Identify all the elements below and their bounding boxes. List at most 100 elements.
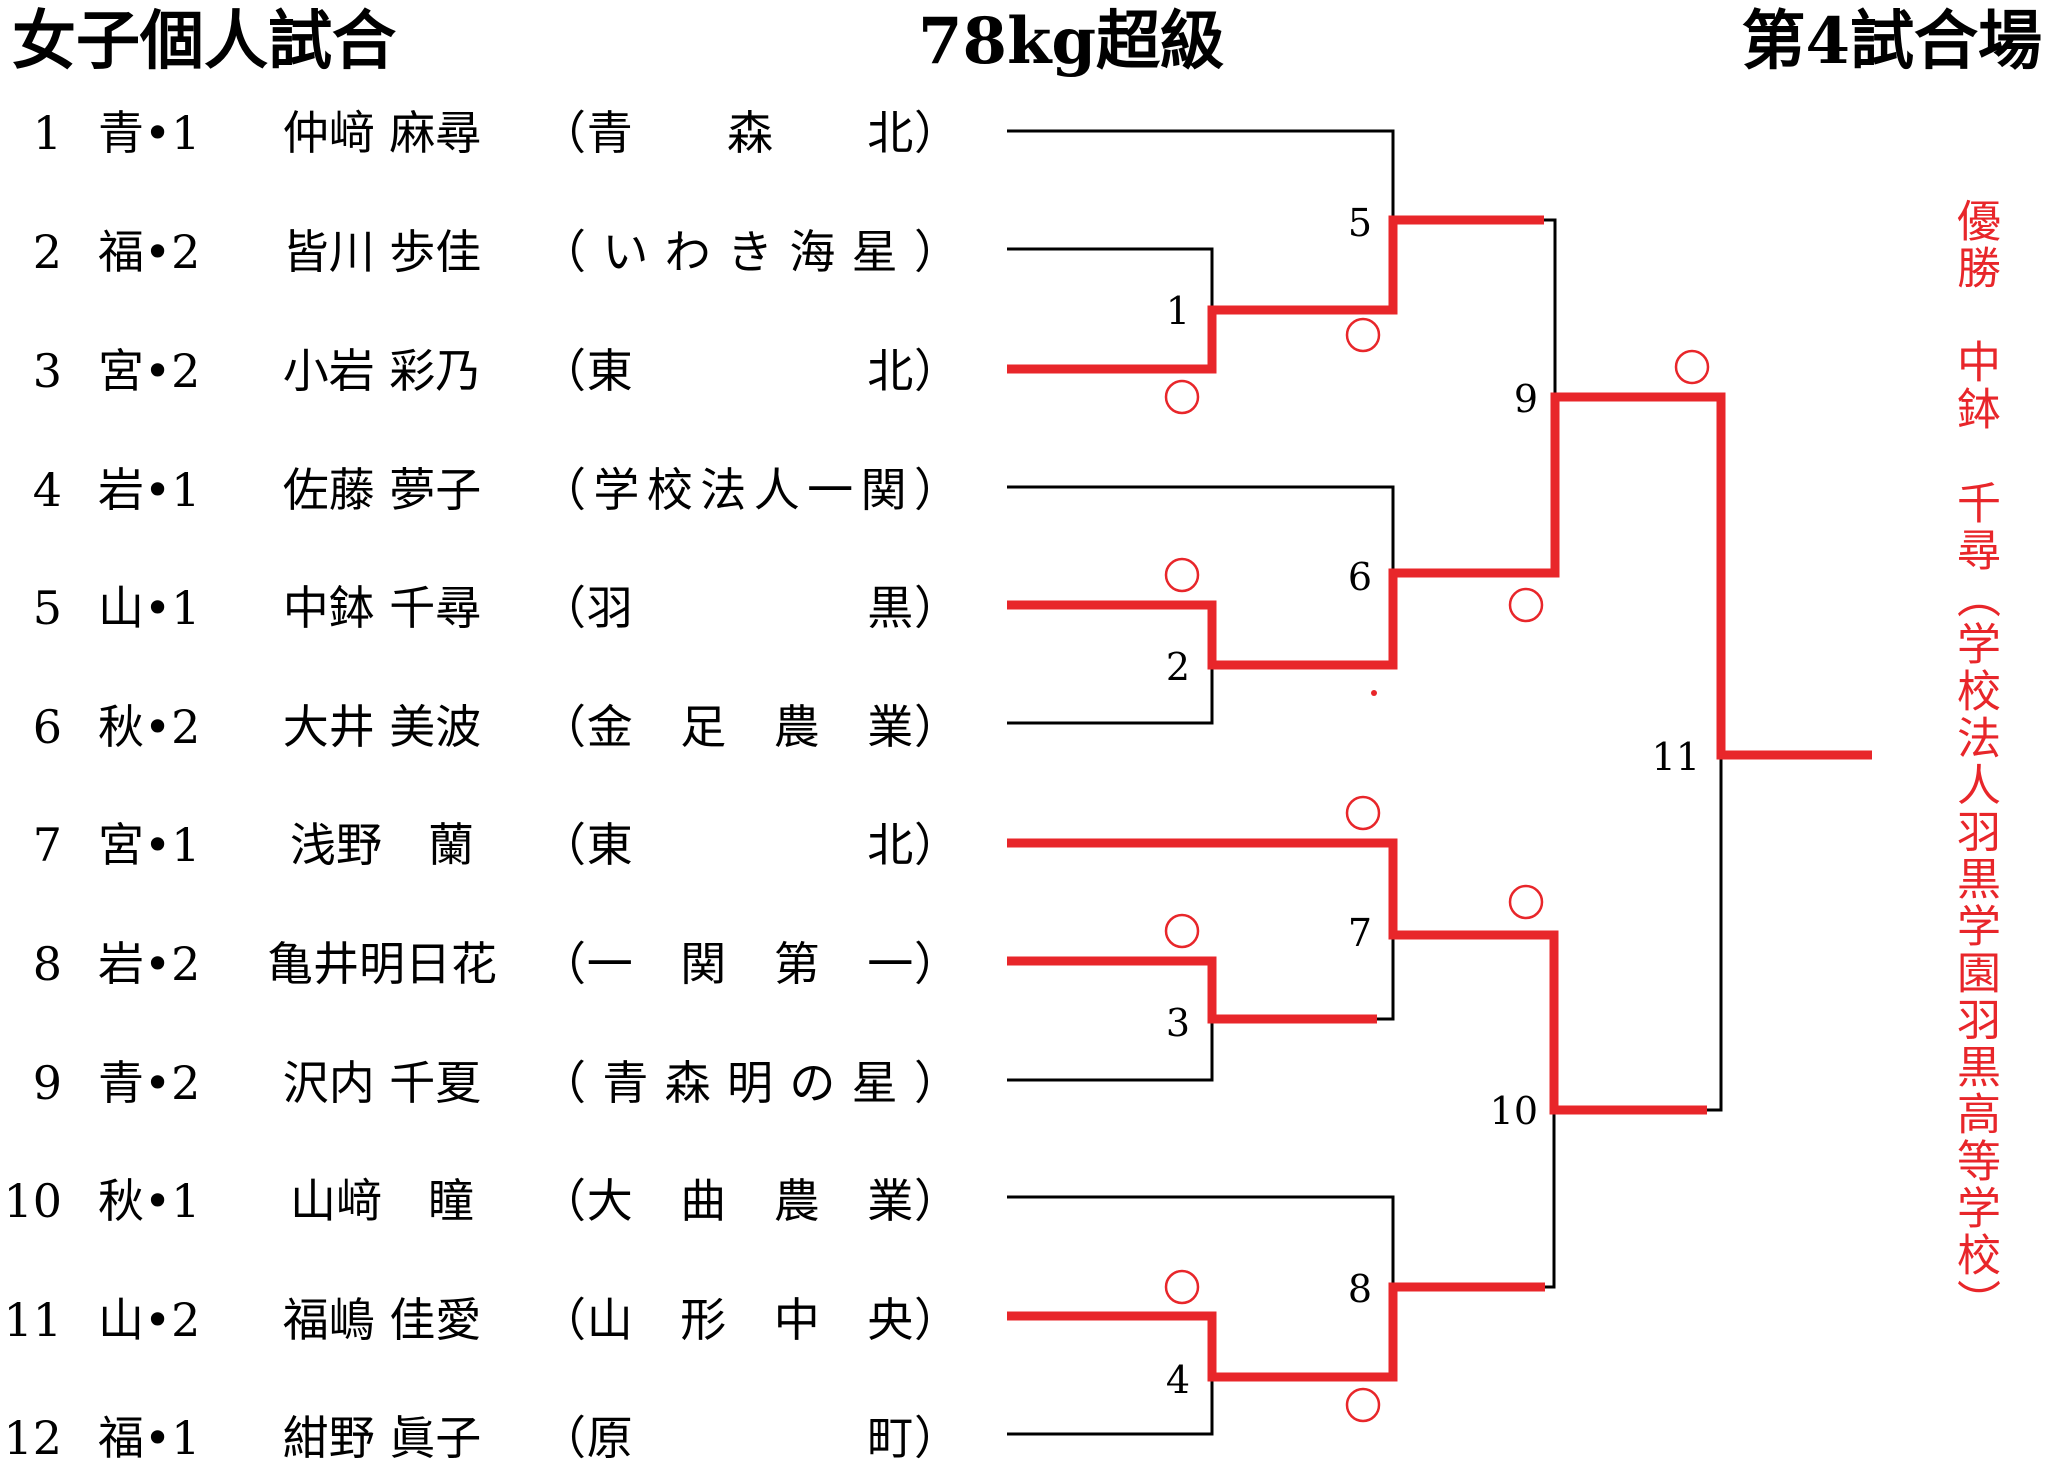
win-mark-icon — [1164, 1269, 1200, 1305]
entrant-number: 4 — [32, 463, 62, 517]
bracket-line — [1007, 1195, 1395, 1287]
win-mark-icon — [1164, 557, 1200, 593]
bracket-line — [1007, 1377, 1214, 1436]
entrant-prefecture: 福•1 — [98, 1411, 201, 1465]
entrant-prefecture: 岩•2 — [98, 937, 201, 991]
match-number: 1 — [1166, 289, 1190, 333]
win-mark-icon — [1674, 349, 1710, 385]
entrant-row: 1 青•1 仲﨑 麻尋 （青 森 北） — [0, 93, 960, 173]
entrant-school: （東 北） — [540, 344, 960, 398]
entrant-row: 2 福•2 皆川 歩佳 （いわき海星） — [0, 212, 960, 292]
entrant-number: 9 — [32, 1056, 62, 1110]
entrant-number: 6 — [32, 700, 62, 754]
bracket-line — [1544, 218, 1557, 397]
champion-label: 優勝 中鉢 千尋（学校法人羽黒学園羽黒高等学校） — [1949, 198, 2000, 1326]
entrant-number: 11 — [3, 1293, 62, 1347]
winner-line — [1007, 1282, 1545, 1382]
bracket-lines — [1007, 129, 1723, 1436]
win-mark-icon — [1345, 795, 1381, 831]
mat-title: 第4試合場 — [1741, 4, 2042, 79]
entrant-number: 1 — [32, 106, 62, 160]
winner-line — [1007, 838, 1707, 1115]
entrant-number: 12 — [3, 1411, 62, 1465]
entrant-prefecture: 福•2 — [98, 225, 201, 279]
entrant-name: 小岩 彩乃 — [282, 344, 482, 398]
entrant-row: 8 岩•2 亀井明日花 （一 関 第 一） — [0, 924, 960, 1004]
match-numbers: 1 2 3 4 5 6 7 8 9 10 11 — [1166, 201, 1700, 1402]
entrant-prefecture: 秋•2 — [98, 700, 201, 754]
entrant-row: 6 秋•2 大井 美波 （金 足 農 業） — [0, 687, 960, 767]
entrant-school: （東 北） — [540, 818, 960, 872]
entrant-row: 11 山•2 福嶋 佳愛 （山 形 中 央） — [0, 1280, 960, 1360]
match-number: 4 — [1166, 1358, 1190, 1402]
winner-line — [1007, 392, 1872, 760]
bracket-line — [1545, 1110, 1556, 1289]
entrant-row: 12 福•1 紺野 眞子 （原 町） — [0, 1398, 960, 1478]
page-title: 女子個人試合 — [12, 4, 396, 79]
win-mark-icon — [1345, 317, 1381, 353]
entrant-school: （原 町） — [540, 1411, 960, 1465]
entrant-row: 10 秋•1 山﨑 瞳 （大 曲 農 業） — [0, 1161, 960, 1241]
entrant-name: 浅野 蘭 — [290, 818, 474, 872]
entrant-number: 3 — [32, 344, 62, 398]
entrant-name: 中鉢 千尋 — [282, 581, 482, 635]
entrant-name: 沢内 千夏 — [282, 1056, 482, 1110]
win-markers — [1164, 317, 1710, 1423]
win-mark-icon — [1164, 379, 1200, 415]
entrant-prefecture: 山•1 — [98, 581, 201, 635]
entrant-prefecture: 青•1 — [98, 106, 201, 160]
win-mark-icon — [1345, 1387, 1381, 1423]
entrant-school: （金 足 農 業） — [540, 700, 960, 754]
entrant-name: 仲﨑 麻尋 — [282, 106, 482, 160]
entrant-name: 佐藤 夢子 — [282, 463, 482, 517]
match-number: 3 — [1166, 1001, 1190, 1045]
match-number: 6 — [1348, 555, 1372, 599]
entrant-school: （いわき海星） — [540, 225, 960, 279]
entrant-prefecture: 宮•1 — [98, 818, 201, 872]
entrant-row: 5 山•1 中鉢 千尋 （羽 黒） — [0, 568, 960, 648]
entrant-prefecture: 秋•1 — [98, 1174, 201, 1228]
bracket-line — [1007, 665, 1214, 725]
entrant-school: （大 曲 農 業） — [540, 1174, 960, 1228]
entrant-number: 8 — [32, 937, 62, 991]
bracket-line — [1007, 129, 1395, 220]
weight-class-title: 78kg超級 — [918, 4, 1225, 79]
entrant-school: （羽 黒） — [540, 581, 960, 635]
match-number: 11 — [1652, 735, 1700, 779]
entrant-school: （一 関 第 一） — [540, 937, 960, 991]
bracket-line — [1707, 755, 1723, 1112]
win-mark-icon — [1164, 913, 1200, 949]
win-mark-icon — [1508, 587, 1544, 623]
entrant-number: 10 — [3, 1174, 62, 1228]
entrant-name: 紺野 眞子 — [282, 1411, 482, 1465]
entrant-school: （青森明の星） — [540, 1056, 960, 1110]
entrant-name: 皆川 歩佳 — [282, 225, 482, 279]
entrant-prefecture: 青•2 — [98, 1056, 201, 1110]
bracket-line — [1007, 1019, 1214, 1082]
winner-line — [1007, 215, 1544, 374]
match-number: 10 — [1490, 1089, 1538, 1133]
entrant-school: （青 森 北） — [540, 106, 960, 160]
entrant-row: 3 宮•2 小岩 彩乃 （東 北） — [0, 331, 960, 411]
entrant-number: 5 — [32, 581, 62, 635]
entrant-number: 7 — [32, 818, 62, 872]
entrant-number: 2 — [32, 225, 62, 279]
entrant-row: 4 岩•1 佐藤 夢子 （学校法人一関） — [0, 450, 960, 530]
entrant-prefecture: 宮•2 — [98, 344, 201, 398]
match-number: 9 — [1514, 377, 1538, 421]
match-number: 5 — [1348, 201, 1372, 245]
entrant-row: 9 青•2 沢内 千夏 （青森明の星） — [0, 1043, 960, 1123]
bracket-line — [1007, 247, 1214, 310]
match-number: 7 — [1348, 911, 1372, 955]
entrant-school: （学校法人一関） — [540, 463, 960, 517]
entrant-name: 大井 美波 — [282, 700, 482, 754]
entrant-school: （山 形 中 央） — [540, 1293, 960, 1347]
entrant-name: 福嶋 佳愛 — [282, 1293, 482, 1347]
match-number: 8 — [1348, 1267, 1372, 1311]
entrant-name: 亀井明日花 — [267, 937, 497, 991]
win-mark-icon — [1508, 884, 1544, 920]
dot-mark-icon — [1371, 690, 1377, 696]
entrant-name: 山﨑 瞳 — [290, 1174, 474, 1228]
entrant-prefecture: 山•2 — [98, 1293, 201, 1347]
